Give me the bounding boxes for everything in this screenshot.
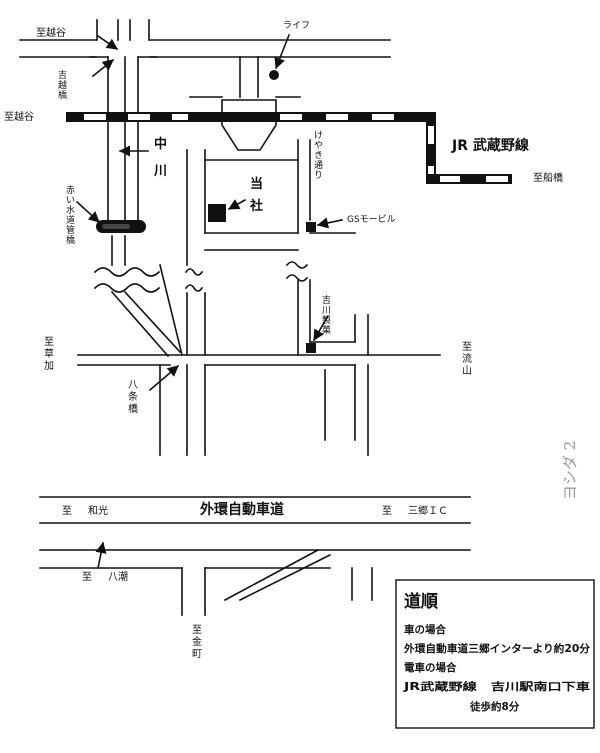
road-top-crossing [19, 19, 391, 58]
road-break-wave-2 [285, 261, 309, 282]
gs-mobil-marker [306, 222, 316, 232]
label-to-yashio-prefix: 至 [82, 571, 92, 583]
label-yoshikawa-seika: 吉川製菓 [322, 295, 331, 336]
directions-car-heading: 車の場合 [404, 623, 446, 636]
jr-musashino-line [66, 112, 512, 184]
gaikan-expressway [39, 496, 471, 524]
directions-car-route: 外環自動車道三郷インターより約20分 [403, 642, 591, 655]
label-yoshikoshi-bashi: 吉越橋 [58, 70, 67, 101]
river-break-wave [93, 267, 161, 293]
label-yashio: 八潮 [108, 570, 128, 583]
label-to-koshigaya-left: 至越谷 [4, 110, 34, 123]
directions-title: 道順 [404, 591, 439, 612]
directions-walk: 徒歩約8分 [469, 700, 520, 713]
nakagawa-river [107, 56, 183, 358]
central-road-grid [186, 139, 369, 356]
label-wako: 和光 [88, 504, 108, 517]
directions-train-heading: 電車の場合 [404, 661, 457, 674]
label-to-kanamachi: 至金町 [192, 624, 202, 660]
arrow-koshigaya-top [96, 34, 119, 51]
label-gaikan: 外環自動車道 [200, 501, 284, 518]
life-store-marker [269, 70, 279, 80]
handwritten-note: ヨシダ 2 [561, 441, 579, 500]
label-red-water-pipe: 赤い水道管橋 [66, 185, 75, 246]
arrow-pipe-bridge [75, 200, 101, 224]
yoshikawa-station [189, 96, 301, 151]
yoshikawa-seika-marker [306, 343, 316, 353]
label-jr-line: JR 武蔵野線 [451, 137, 529, 154]
label-hachijo-bashi: 八条橋 [128, 380, 138, 415]
label-keyaki-dori: けやき通り [314, 130, 323, 181]
label-to-kusaka: 至草加 [44, 336, 54, 372]
label-to-funabashi: 至船橋 [533, 171, 563, 184]
road-break-wave-1 [184, 268, 204, 292]
lower-road [39, 548, 471, 616]
arrow-yoshikoshi [91, 58, 115, 78]
arrow-life [274, 33, 291, 70]
label-nakagawa: 中川 [153, 136, 167, 179]
arrow-hachijo [148, 364, 180, 392]
label-toosha: 当社 [249, 176, 263, 214]
label-to-wako-prefix: 至 [62, 505, 72, 517]
directions-train-route: JR武蔵野線 吉川駅南口下車 [403, 680, 591, 693]
arrow-yoshikawa-seika [312, 314, 330, 342]
directions-box: 道順 車の場合 外環自動車道三郷インターより約20分 電車の場合 JR武蔵野線 … [395, 579, 595, 729]
arrow-yashio [95, 541, 107, 569]
label-gs-mobil: GSモービル [347, 214, 396, 225]
arrow-gs-mobil [316, 217, 343, 229]
hachijo-avenue [77, 354, 441, 456]
label-misato-ic: 三郷ＩＣ [408, 505, 448, 517]
arrow-company [227, 198, 247, 211]
label-to-koshigaya-top: 至越谷 [36, 26, 66, 39]
label-life: ライフ [283, 20, 310, 31]
company-marker [208, 204, 226, 222]
label-to-nagareyama: 至流山 [462, 341, 472, 377]
label-to-misato-prefix: 至 [382, 505, 392, 517]
label-yoshikawa-station: 吉川駅 [230, 112, 257, 123]
